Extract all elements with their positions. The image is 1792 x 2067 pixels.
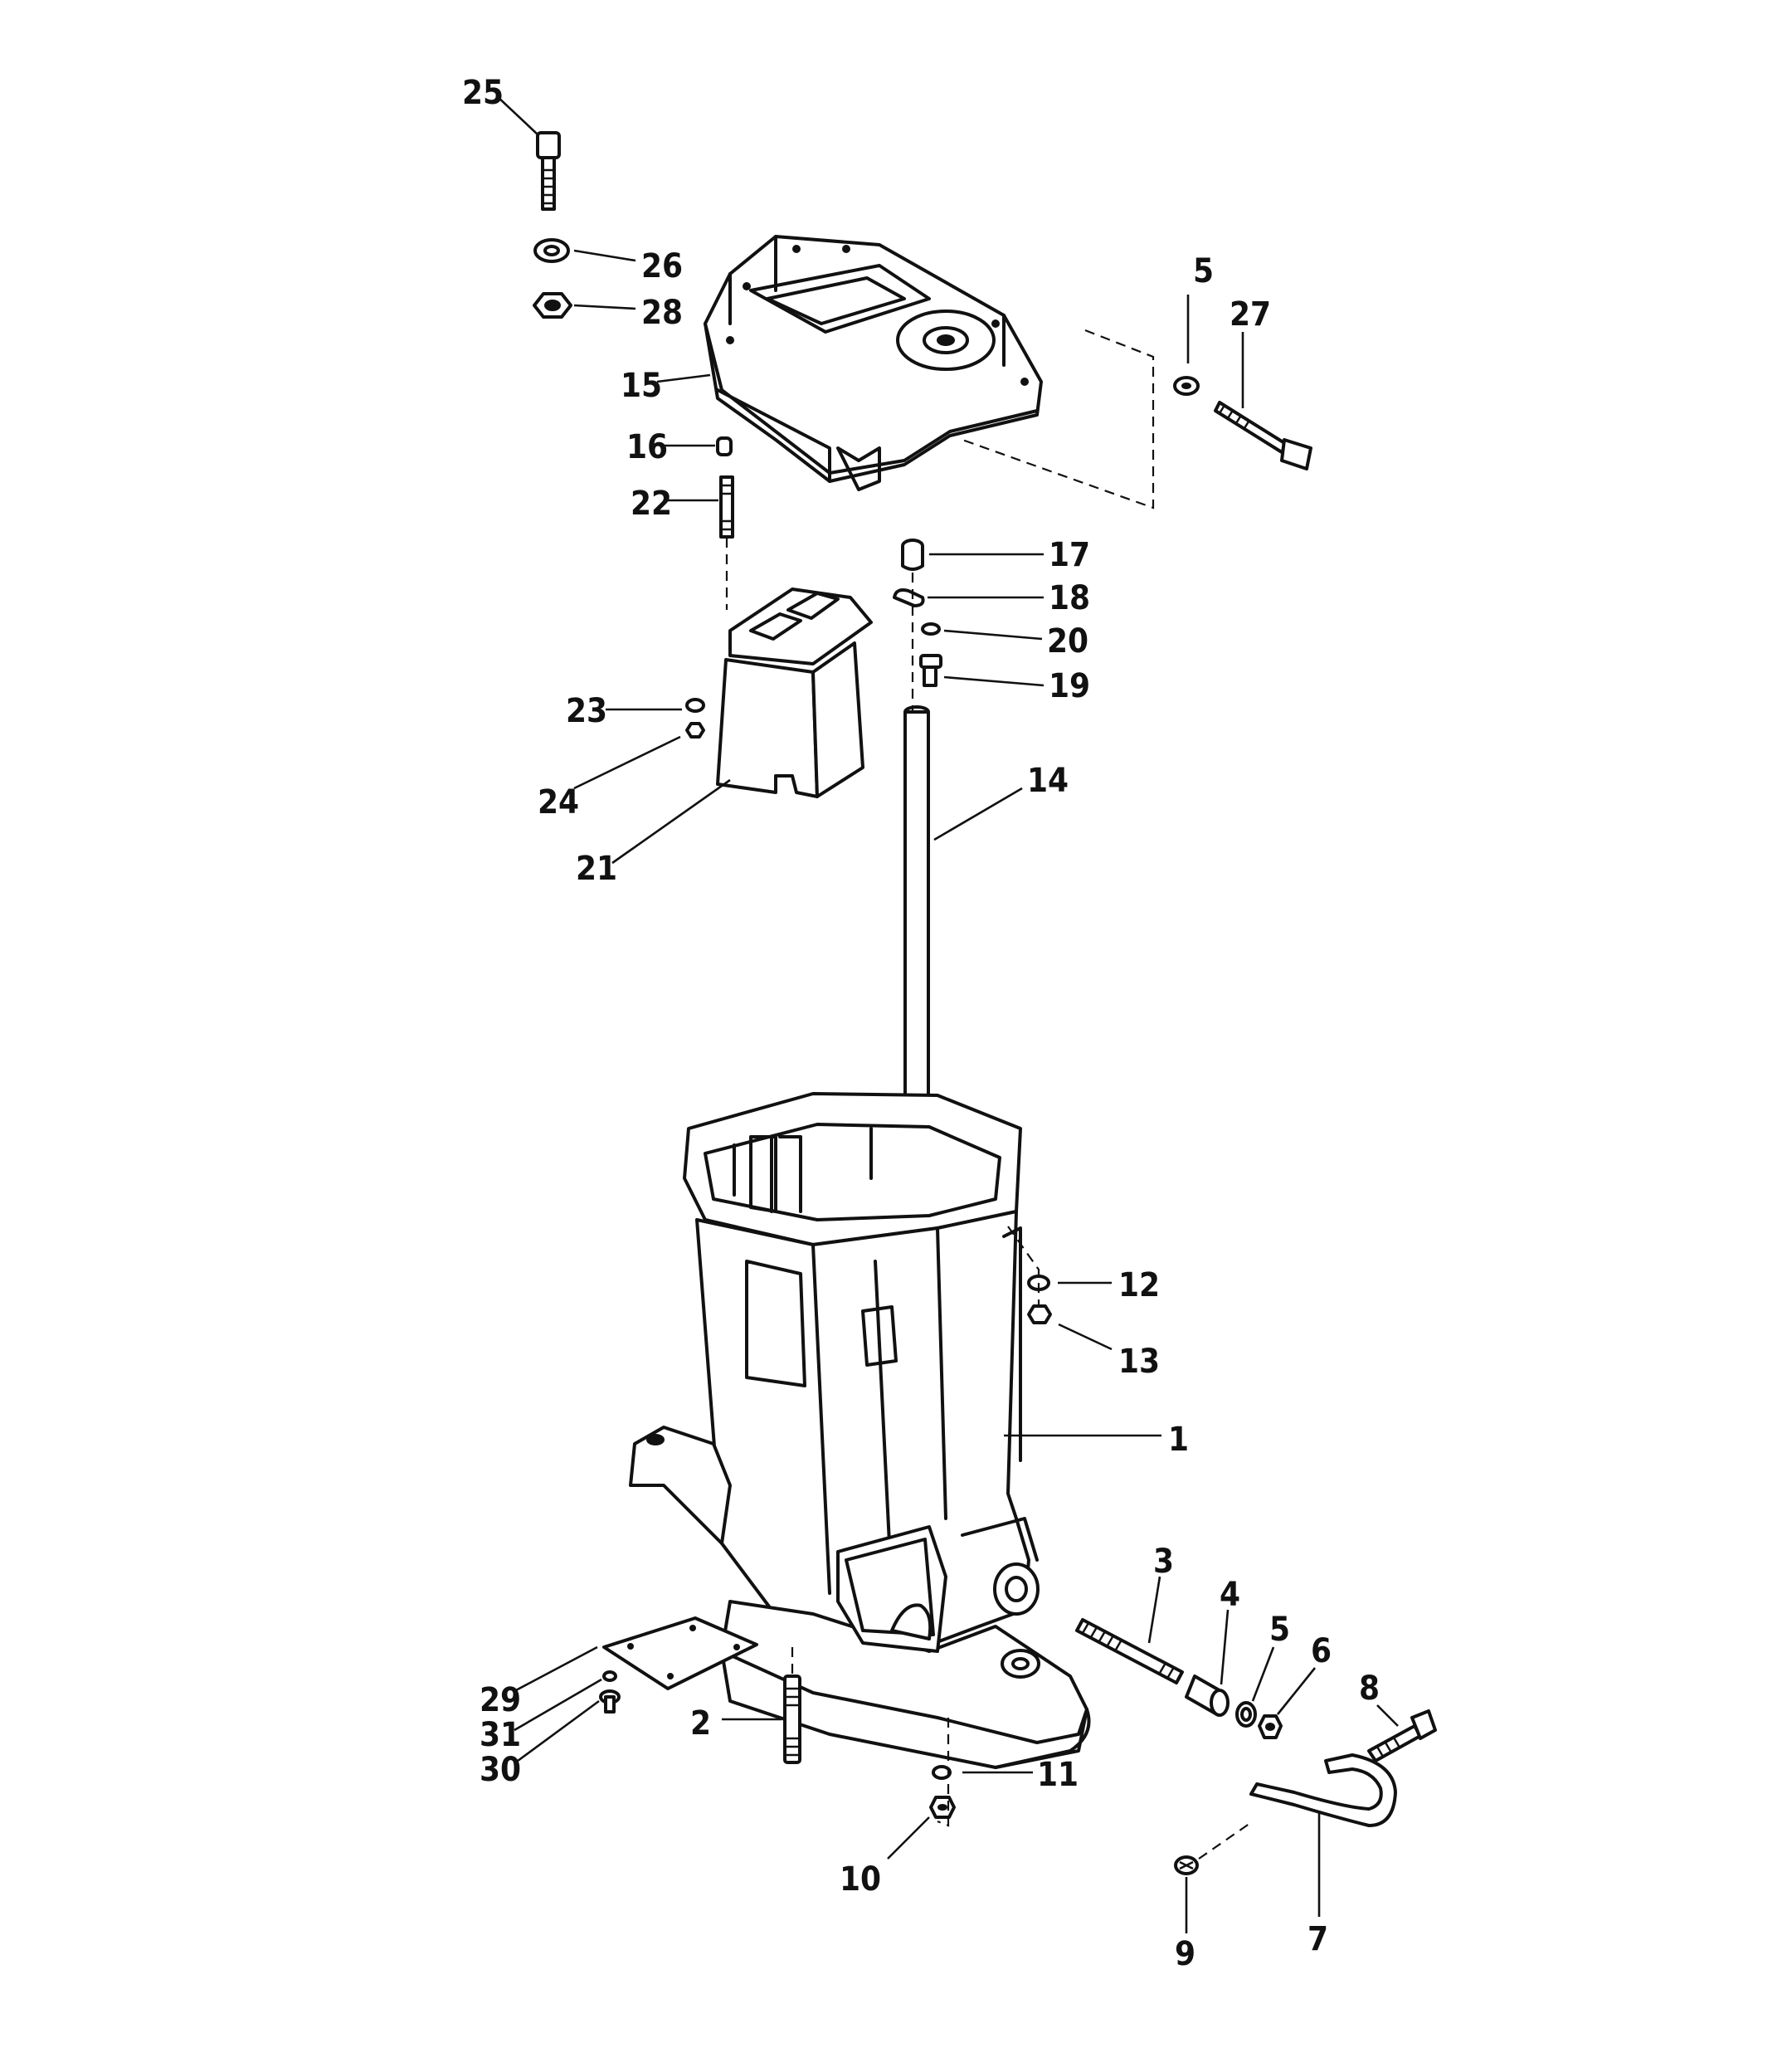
callout-1: 1 [1168, 1421, 1189, 1459]
callout-22: 22 [631, 485, 672, 523]
part-5-washer-lower [1235, 1701, 1257, 1728]
part-1-driveshaft-housing [629, 1092, 1091, 1769]
part-22-stud [719, 475, 734, 539]
callout-5-lower: 5 [1269, 1611, 1290, 1649]
callout-25: 25 [462, 74, 504, 112]
callout-23: 23 [566, 692, 607, 730]
part-6-nut [1258, 1714, 1283, 1739]
part-16-dowel [716, 436, 733, 456]
part-10-nut [929, 1796, 956, 1819]
part-2-stud [783, 1675, 801, 1764]
callout-26: 26 [641, 247, 683, 285]
part-26-washer [533, 238, 570, 263]
callout-18: 18 [1049, 579, 1090, 617]
part-4-spacer [1185, 1675, 1230, 1717]
callout-27: 27 [1230, 295, 1271, 334]
part-30-screw [599, 1689, 621, 1714]
callout-29: 29 [480, 1681, 521, 1719]
callout-labels: 25 26 28 15 16 22 17 18 20 19 14 23 24 2… [462, 74, 1380, 1973]
callout-6: 6 [1311, 1632, 1332, 1670]
callout-24: 24 [538, 783, 579, 821]
part-29-cover-plate [602, 1616, 758, 1690]
callout-4: 4 [1220, 1576, 1240, 1614]
alignment-lines [725, 329, 1254, 1860]
callout-28: 28 [641, 294, 683, 332]
callout-11: 11 [1037, 1756, 1079, 1794]
part-23-washer [685, 698, 705, 713]
part-21-exhaust-tube [716, 587, 873, 798]
part-7-strap [1249, 1753, 1397, 1827]
callout-19: 19 [1049, 667, 1090, 705]
part-5-washer-upper [1173, 376, 1200, 396]
part-20-lockwasher [921, 622, 941, 636]
part-3-bolt [1075, 1618, 1184, 1684]
part-13-nut [1027, 1304, 1052, 1324]
callout-16: 16 [626, 428, 668, 466]
part-27-bolt [1214, 401, 1312, 470]
callout-7: 7 [1307, 1920, 1328, 1958]
callout-10: 10 [840, 1860, 881, 1899]
callout-31: 31 [480, 1716, 521, 1754]
part-28-nut [533, 292, 572, 319]
callout-2: 2 [690, 1704, 711, 1743]
callout-12: 12 [1118, 1266, 1160, 1304]
callout-13: 13 [1118, 1343, 1160, 1381]
part-31-lockwasher [602, 1670, 617, 1682]
part-15-adapter-plate [704, 235, 1043, 491]
callout-8: 8 [1359, 1670, 1380, 1708]
callout-15: 15 [621, 367, 662, 405]
leader-lines [495, 95, 1399, 1933]
part-9-screw [1174, 1855, 1199, 1875]
part-24-nut [685, 722, 705, 739]
callout-30: 30 [480, 1751, 521, 1789]
callout-20: 20 [1047, 622, 1088, 661]
callout-21: 21 [576, 850, 617, 888]
callout-14: 14 [1027, 762, 1069, 800]
part-11-lockwasher [932, 1765, 952, 1780]
callout-17: 17 [1049, 536, 1090, 574]
part-18-clip [893, 588, 925, 607]
callout-3: 3 [1153, 1543, 1174, 1581]
part-25-bolt [536, 131, 561, 211]
part-8-bolt [1367, 1709, 1437, 1762]
part-19-screw [919, 654, 942, 687]
callout-9: 9 [1175, 1935, 1195, 1973]
part-17-bushing [901, 539, 924, 571]
callout-5-upper: 5 [1193, 252, 1214, 290]
